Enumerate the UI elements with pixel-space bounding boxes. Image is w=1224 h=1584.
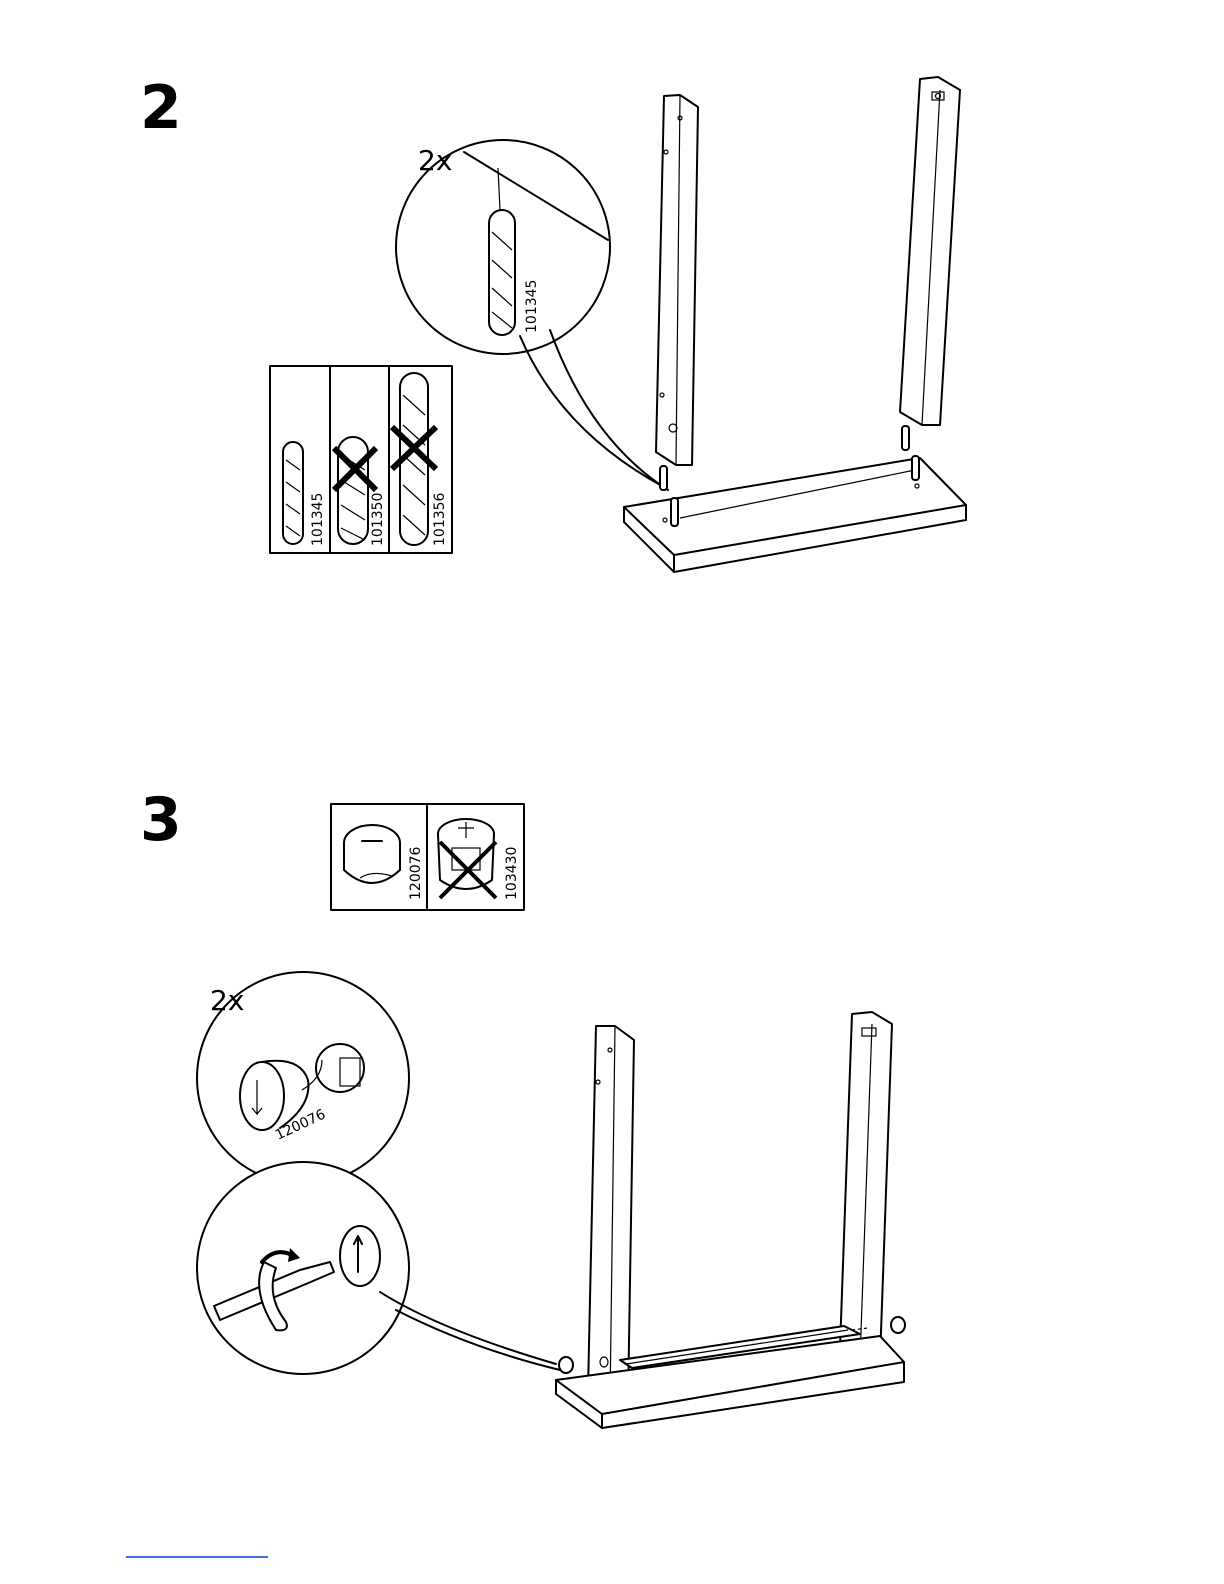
cam-lock-icon xyxy=(344,825,400,883)
wooden-dowel-icon xyxy=(283,442,303,544)
camlock-compare-box: 120076 103430 xyxy=(331,804,524,910)
dowel-callout: 2x 101345 xyxy=(396,140,668,490)
camlock-callout: 2x 120076 xyxy=(197,972,409,1184)
quantity-label: 2x xyxy=(418,144,452,177)
part-number: 101350 xyxy=(370,493,386,546)
step-3: 3 120076 103430 xyxy=(140,785,905,1428)
screwdriver-callout xyxy=(197,1162,560,1374)
step-number: 2 xyxy=(140,73,182,143)
part-number: 101356 xyxy=(432,492,448,546)
wooden-dowel-icon xyxy=(489,210,515,335)
quantity-label: 2x xyxy=(210,984,244,1017)
footer-link-underline[interactable] xyxy=(126,1556,268,1558)
dowel-compare-box: 101345 101350 101356 xyxy=(270,366,452,553)
cam-lock-icon xyxy=(340,1226,380,1286)
part-number: 101345 xyxy=(524,280,540,333)
part-number: 103430 xyxy=(504,847,520,900)
part-number: 120076 xyxy=(408,846,424,900)
step-number: 3 xyxy=(140,785,182,855)
assembly-drawing xyxy=(624,77,966,572)
assembly-drawing xyxy=(556,1012,905,1428)
step-2: 2 101345 101350 xyxy=(140,73,966,572)
part-number: 101345 xyxy=(310,493,326,546)
